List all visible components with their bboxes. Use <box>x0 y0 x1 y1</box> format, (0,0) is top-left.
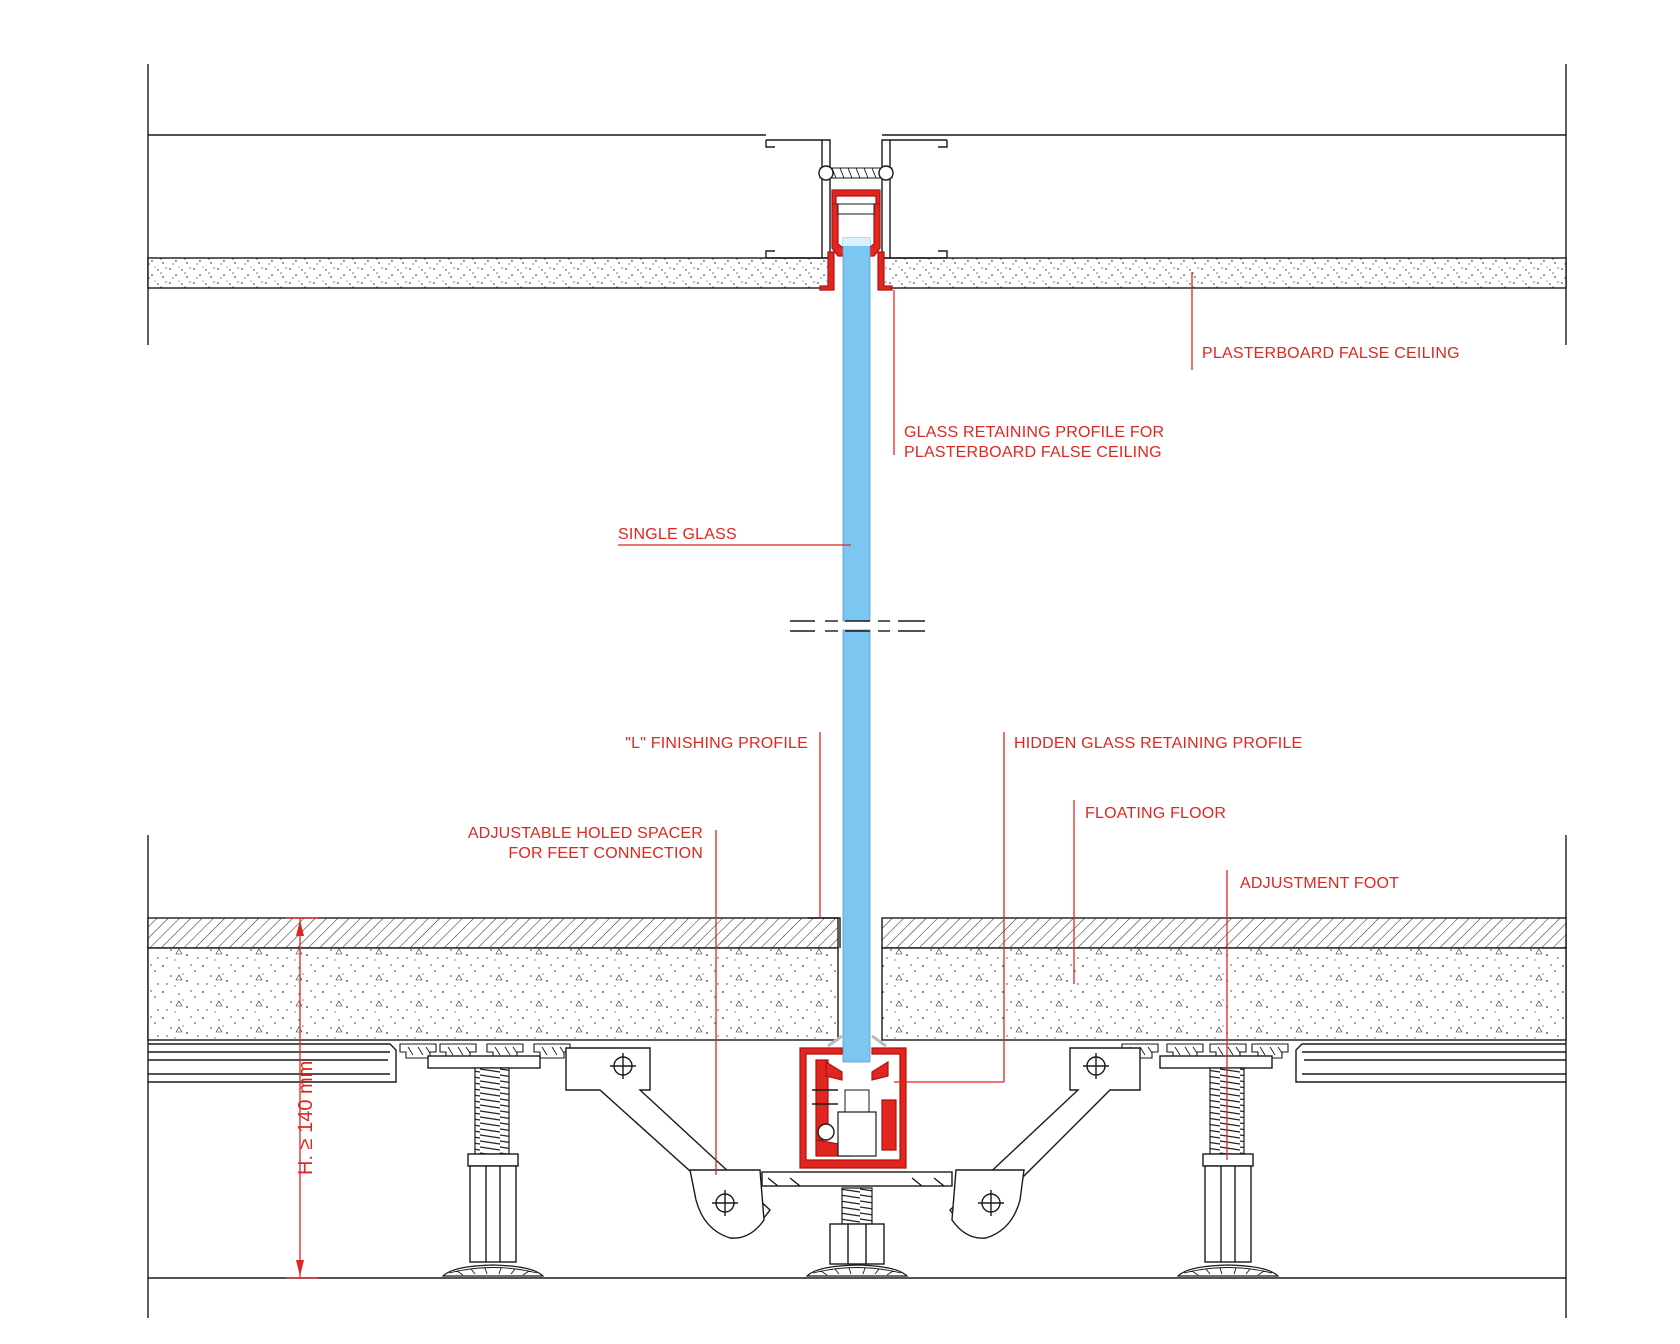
adjustable-holed-spacer-left <box>565 1047 771 1239</box>
floating-floor <box>147 917 1567 1083</box>
ceiling-structure <box>147 134 1567 289</box>
adjustment-foot-center <box>761 1171 953 1277</box>
adjustment-foot-left <box>427 1055 544 1277</box>
adjustment-foot-right <box>1159 1055 1279 1277</box>
hidden-glass-retaining-profile <box>799 1034 907 1169</box>
plasterboard-left <box>147 257 831 289</box>
leader-lines <box>618 272 1228 1175</box>
single-glass-pane <box>842 237 871 1063</box>
label-plasterboard-false-ceiling: PLASTERBOARD FALSE CEILING <box>1202 345 1460 362</box>
label-single-glass: SINGLE GLASS <box>618 526 737 543</box>
label-adjustable-spacer-line1: ADJUSTABLE HOLED SPACER <box>468 825 703 842</box>
label-glass-retaining-profile-line1: GLASS RETAINING PROFILE FOR <box>904 424 1164 441</box>
label-adjustable-spacer-line2: FOR FEET CONNECTION <box>508 845 703 862</box>
plasterboard-right <box>881 257 1567 289</box>
ceiling-retaining-profile <box>819 189 893 291</box>
label-floating-floor: FLOATING FLOOR <box>1085 805 1226 822</box>
height-dimension: H. ≥ 140 mm <box>286 917 318 1279</box>
annotations: PLASTERBOARD FALSE CEILING GLASS RETAINI… <box>468 345 1460 892</box>
break-line <box>790 620 925 632</box>
screw-icon <box>818 165 894 181</box>
height-dimension-label: H. ≥ 140 mm <box>295 1061 317 1175</box>
label-glass-retaining-profile-line2: PLASTERBOARD FALSE CEILING <box>904 444 1162 461</box>
label-adjustment-foot: ADJUSTMENT FOOT <box>1240 875 1399 892</box>
frame-lines <box>147 64 1567 1318</box>
label-l-finishing-profile: "L" FINISHING PROFILE <box>625 735 808 752</box>
label-hidden-glass-retaining-profile: HIDDEN GLASS RETAINING PROFILE <box>1014 735 1302 752</box>
adjustable-holed-spacer-right <box>949 1047 1141 1239</box>
